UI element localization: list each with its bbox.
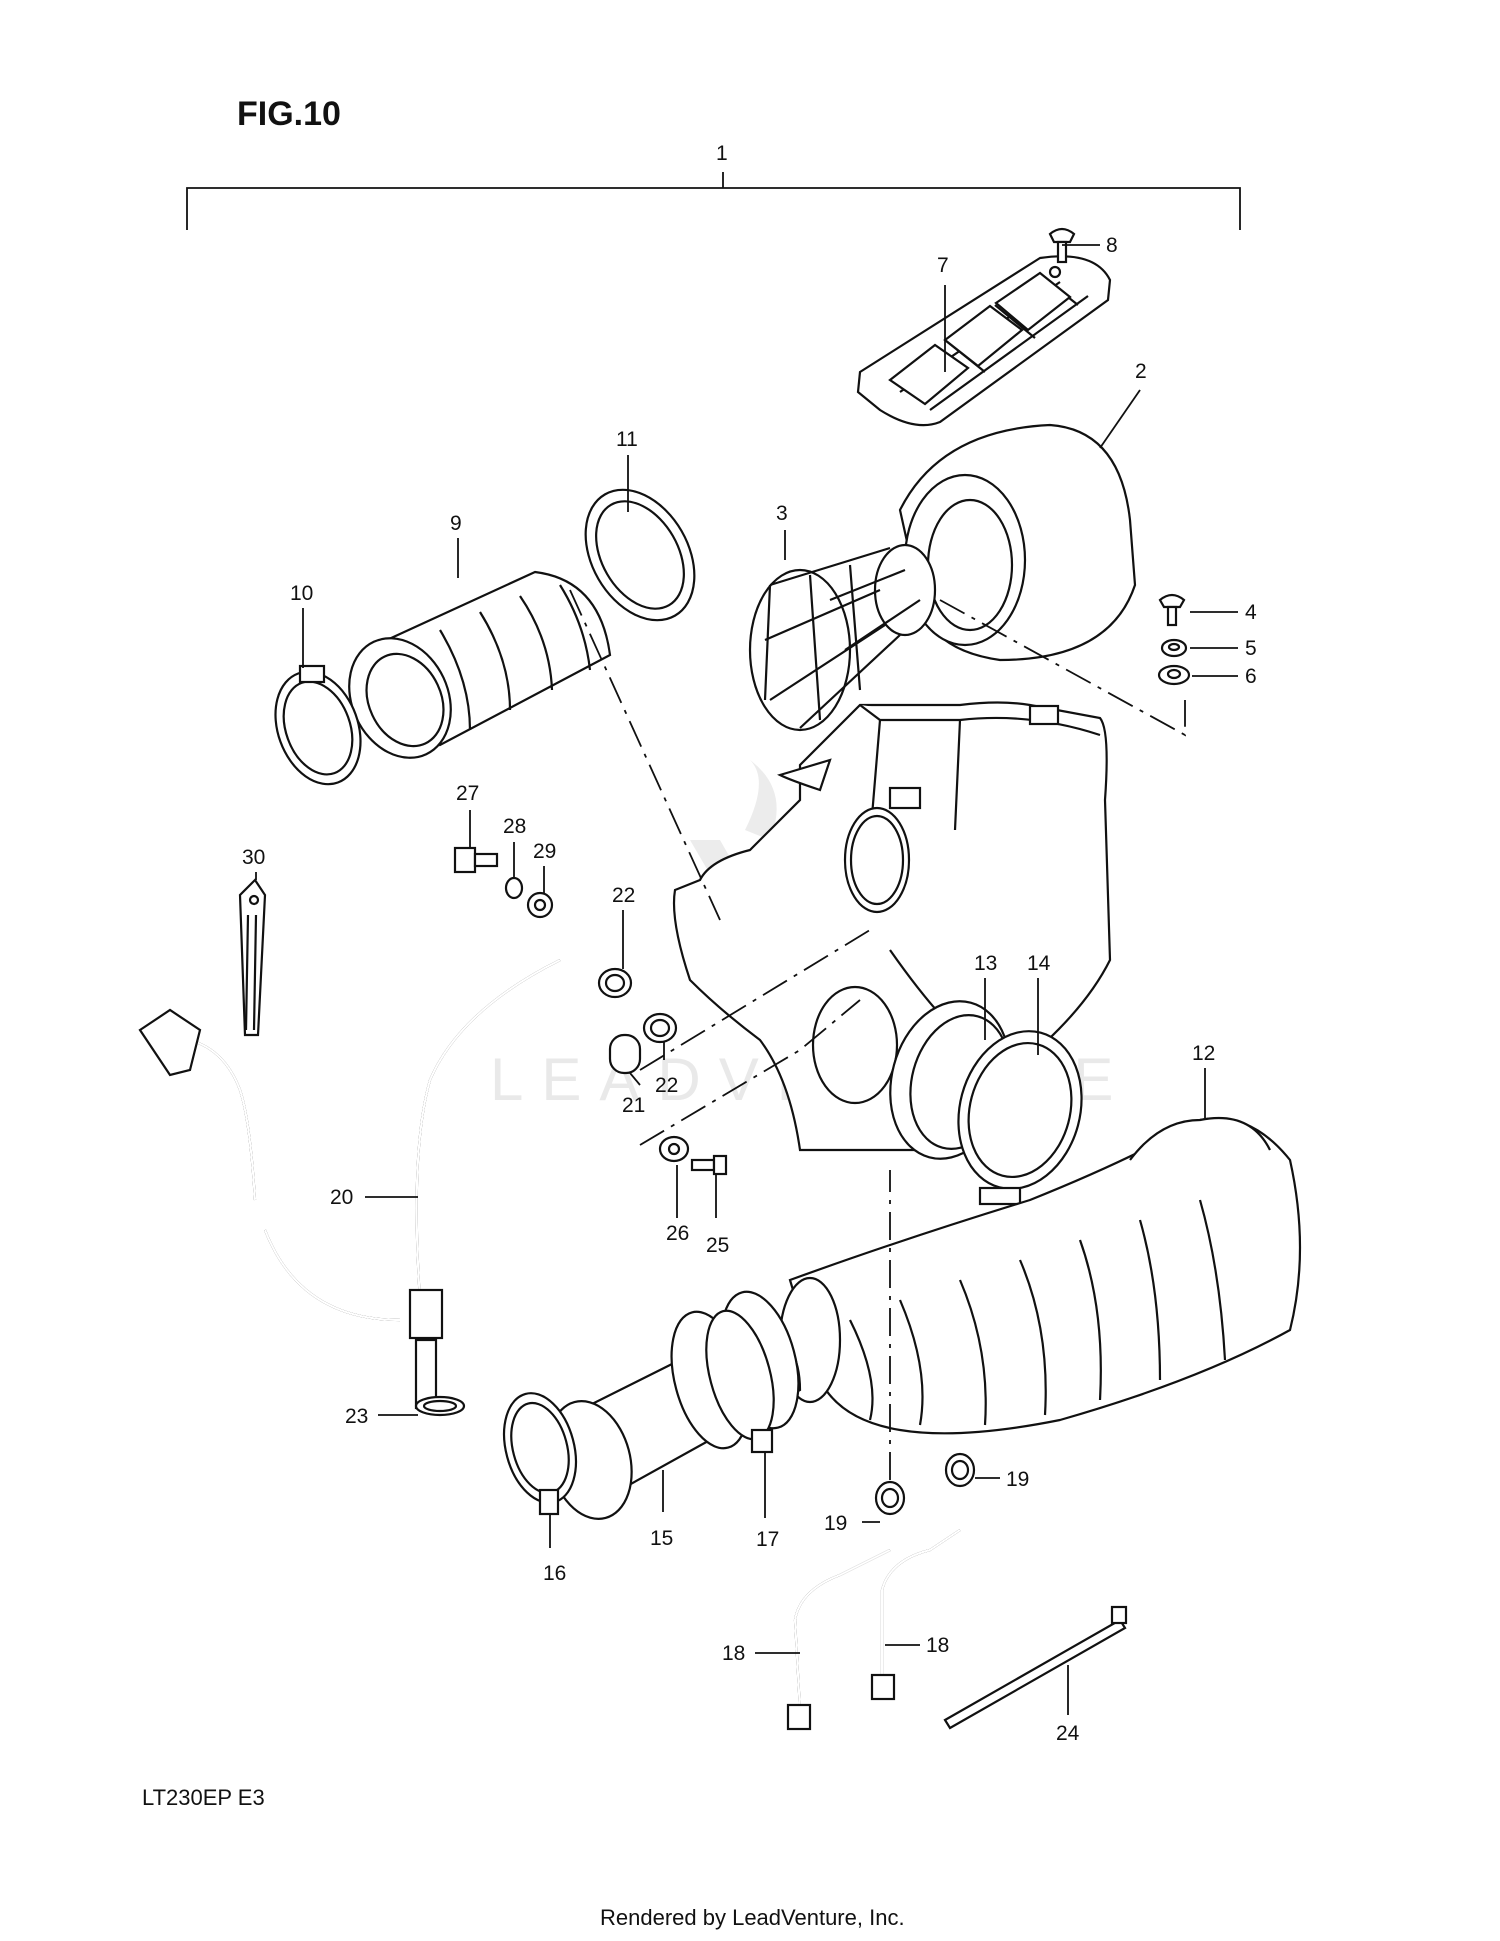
label-part-7: 7: [937, 254, 949, 277]
label-part-5: 5: [1245, 637, 1257, 660]
label-part-21: 21: [622, 1094, 645, 1117]
part-9-outlet-tube-icon: [348, 570, 612, 759]
label-part-3: 3: [776, 502, 788, 525]
part-7-cover-plate-icon: [856, 255, 1112, 427]
part-10-clamp-icon: [274, 664, 362, 786]
label-part-14: 14: [1027, 952, 1051, 975]
assembly-lines: [569, 589, 1186, 1480]
part-28-washer-icon: [504, 876, 524, 900]
part-6-washer-icon: [1157, 664, 1191, 686]
model-code: LT230EP E3: [142, 1785, 265, 1810]
part-19-hose-clip-upper-icon: [944, 1452, 976, 1488]
label-part-30: 30: [242, 846, 265, 869]
label-part-16: 16: [543, 1562, 566, 1585]
label-part-18b: 18: [926, 1634, 949, 1657]
label-part-26: 26: [666, 1222, 689, 1245]
part-23-hose-clip-icon: [414, 1395, 466, 1417]
label-part-9: 9: [450, 512, 462, 535]
label-part-20: 20: [330, 1186, 353, 1209]
label-part-22: 22: [612, 884, 635, 907]
label-part-17: 17: [756, 1528, 779, 1551]
label-part-2: 2: [1135, 360, 1147, 383]
part-27-bolt-icon: [453, 846, 499, 874]
footer-credit: Rendered by LeadVenture, Inc.: [600, 1905, 905, 1930]
part-25-bolt-icon: [690, 1154, 728, 1176]
part-17-clamp-icon: [705, 1309, 775, 1454]
part-4-screw-icon: [1158, 593, 1186, 627]
label-part-1: 1: [716, 142, 728, 165]
label-part-24: 24: [1056, 1722, 1080, 1745]
part-19-hose-clip-icon: [874, 1480, 906, 1516]
label-part-28: 28: [503, 815, 526, 838]
part-29-washer-icon: [526, 891, 554, 919]
part-8-screw-icon: [1048, 227, 1076, 264]
label-part-4: 4: [1245, 601, 1257, 624]
part-21-plug-icon: [608, 1033, 642, 1075]
part-22-hose-clip-icon: [597, 967, 633, 999]
part-1-bracket: [186, 172, 1241, 230]
label-part-13: 13: [974, 952, 997, 975]
label-part-22b: 22: [655, 1074, 678, 1097]
part-22-hose-clip-lower-icon: [642, 1012, 678, 1044]
label-part-27: 27: [456, 782, 479, 805]
part-24-cable-tie-icon: [943, 1605, 1128, 1730]
part-number-labels: 1 2 3 4 5 6 7 8 9 10 11 12 13 14 15 16 1…: [242, 142, 1257, 1745]
figure-title: FIG.10: [237, 95, 341, 133]
part-3-element-cage-icon: [748, 543, 937, 732]
label-part-29: 29: [533, 840, 556, 863]
leader-lines: [255, 244, 1238, 1715]
label-part-25: 25: [706, 1234, 729, 1257]
label-part-23: 23: [345, 1405, 368, 1428]
part-16-clamp-icon: [503, 1392, 577, 1516]
part-26-washer-icon: [658, 1135, 690, 1163]
label-part-10: 10: [290, 582, 313, 605]
label-part-8: 8: [1106, 234, 1118, 257]
label-part-19: 19: [824, 1512, 847, 1535]
label-part-18: 18: [722, 1642, 745, 1665]
part-5-nut-icon: [1160, 638, 1188, 658]
part-2-filter-element-icon: [898, 423, 1137, 662]
part-18-drain-hose-icon: [786, 1529, 961, 1731]
label-part-15: 15: [650, 1527, 673, 1550]
label-part-19b: 19: [1006, 1468, 1029, 1491]
label-part-6: 6: [1245, 665, 1257, 688]
part-30-clamp-strap-icon: [238, 878, 267, 1037]
part-14-clamp-icon: [957, 1030, 1083, 1206]
part-20-breather-hose-icon: [138, 959, 561, 1410]
label-part-12: 12: [1192, 1042, 1215, 1065]
label-part-11: 11: [616, 428, 638, 451]
part-11-seal-ring-icon: [584, 488, 696, 622]
